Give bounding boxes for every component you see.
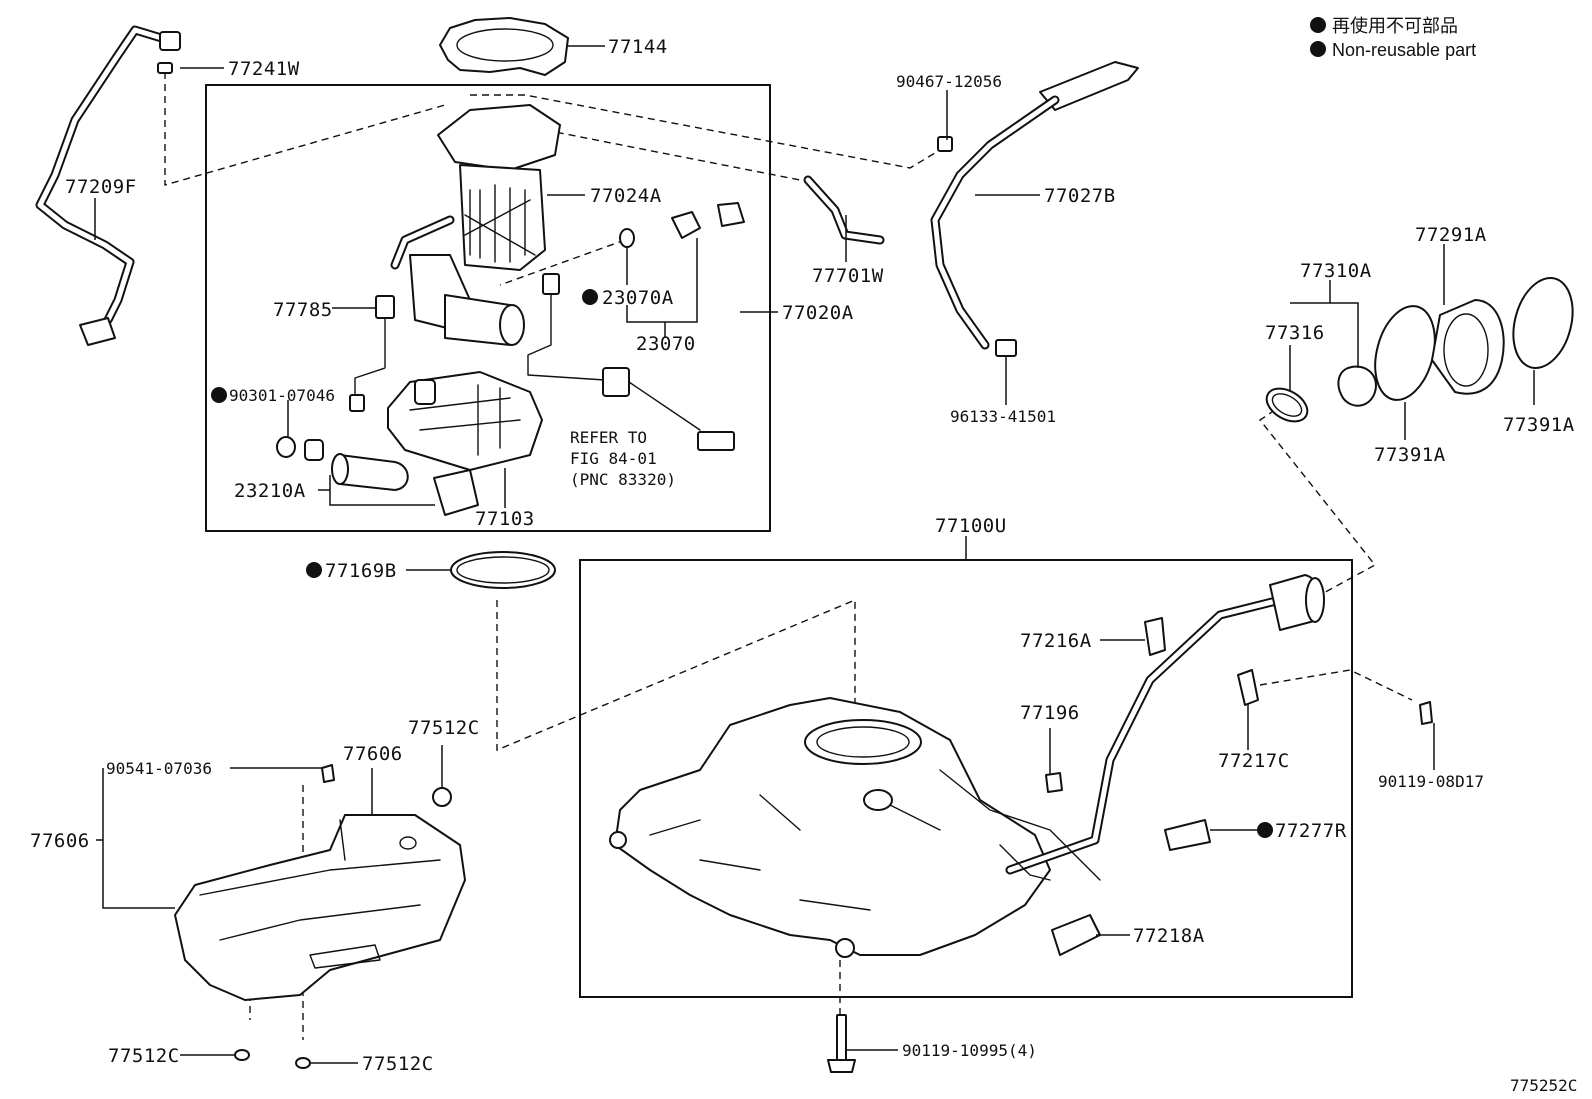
gasket-77391a-right [1512,276,1574,370]
label-77701w: 77701W [812,265,884,287]
sub-tank-77103 [387,371,543,471]
label-77196: 77196 [1020,702,1080,724]
non-reusable-markers [211,289,1273,838]
fuel-pump-assembly-frame [205,84,771,532]
refer-note-line1: REFER TO [570,428,647,447]
bolt-90119-10995 [827,1014,856,1073]
hose-77701w [803,175,885,245]
label-77020a: 77020A [782,302,854,324]
fuel-pump-module-77024a [390,104,561,346]
non-reusable-marker-icon [1257,822,1273,838]
label-77316: 77316 [1265,322,1325,344]
clip-77512c-br [295,1057,311,1069]
cap-77310a [1337,365,1377,407]
clip-77241w [157,62,173,74]
label-23210a: 23210A [234,480,306,502]
label-90119-10995: 90119-10995(4) [902,1041,1037,1060]
label-96133-41501: 96133-41501 [950,407,1056,426]
label-77606-top: 77606 [343,743,403,765]
non-reusable-marker-icon [1310,41,1326,57]
valve-23070 [619,202,745,248]
bolt-90119-08d17 [1419,701,1433,725]
callout-labels: 77241W 77144 77209F 77024A 90467-12056 7… [30,36,1575,1075]
legend: 再使用不可部品 Non-reusable part [1310,16,1476,60]
label-23070: 23070 [636,333,696,355]
label-77218a: 77218A [1133,925,1205,947]
label-77169b: 77169B [325,560,397,582]
label-90119-08d17: 90119-08D17 [1378,772,1484,791]
clamp-96133 [995,339,1017,357]
label-90301-07046: 90301-07046 [229,386,335,405]
label-77310a: 77310A [1300,260,1372,282]
label-77291a: 77291A [1415,224,1487,246]
fuel-tank-77100u [609,574,1325,958]
label-77027b: 77027B [1044,185,1116,207]
clip-77512c-top [432,787,452,807]
housing-77291a [1431,299,1505,395]
label-77209f: 77209F [65,176,137,198]
label-77216a: 77216A [1020,630,1092,652]
label-77144: 77144 [608,36,668,58]
non-reusable-marker-icon [306,562,322,578]
label-77103: 77103 [475,508,535,530]
o-ring-90301 [276,436,296,458]
fuel-pump-23210a [276,436,479,516]
legend-japanese: 再使用不可部品 [1332,16,1458,36]
label-77391a-right: 77391A [1503,414,1575,436]
clip-77217c [1237,669,1259,706]
refer-note: REFER TO FIG 84-01 (PNC 83320) [570,428,676,489]
vent-hose-77209f [35,25,181,346]
label-77512c-bl: 77512C [108,1045,180,1067]
non-reusable-marker-icon [582,289,598,305]
label-77024a: 77024A [590,185,662,207]
o-ring-23070a [619,228,635,248]
label-77217c: 77217C [1218,750,1290,772]
retainer-ring-77144 [439,17,569,76]
clip-77512c-bl [234,1049,250,1061]
figure-code: 775252C [1510,1076,1577,1095]
label-77785: 77785 [273,299,333,321]
label-77391a-left: 77391A [1374,444,1446,466]
refer-note-line3: (PNC 83320) [570,470,676,489]
legend-english: Non-reusable part [1332,40,1476,60]
ring-77316 [1265,387,1309,423]
clip-77277r [1164,819,1211,851]
label-77512c-top: 77512C [408,717,480,739]
label-77241w: 77241W [228,58,300,80]
sender-gauge-wiring [349,273,735,451]
label-77512c-br: 77512C [362,1053,434,1075]
bracket-77218a [1051,914,1101,956]
label-23070a: 23070A [602,287,674,309]
tank-protector-77606 [174,764,466,1069]
clamp-90467 [937,136,953,152]
label-77277r: 77277R [1275,820,1347,842]
refer-note-line2: FIG 84-01 [570,449,657,468]
filler-cap-parts [1265,276,1574,423]
clip-77216a [1144,617,1166,656]
label-90541-07036: 90541-07036 [106,759,212,778]
non-reusable-marker-icon [211,387,227,403]
leader-lines [94,45,1535,1064]
non-reusable-marker-icon [1310,17,1326,33]
label-77606-left: 77606 [30,830,90,852]
clip-77196 [1045,772,1063,793]
label-77100u: 77100U [935,515,1007,537]
breather-tube-77027b [930,61,1139,357]
label-90467-12056: 90467-12056 [896,72,1002,91]
clip-90541 [321,764,335,783]
